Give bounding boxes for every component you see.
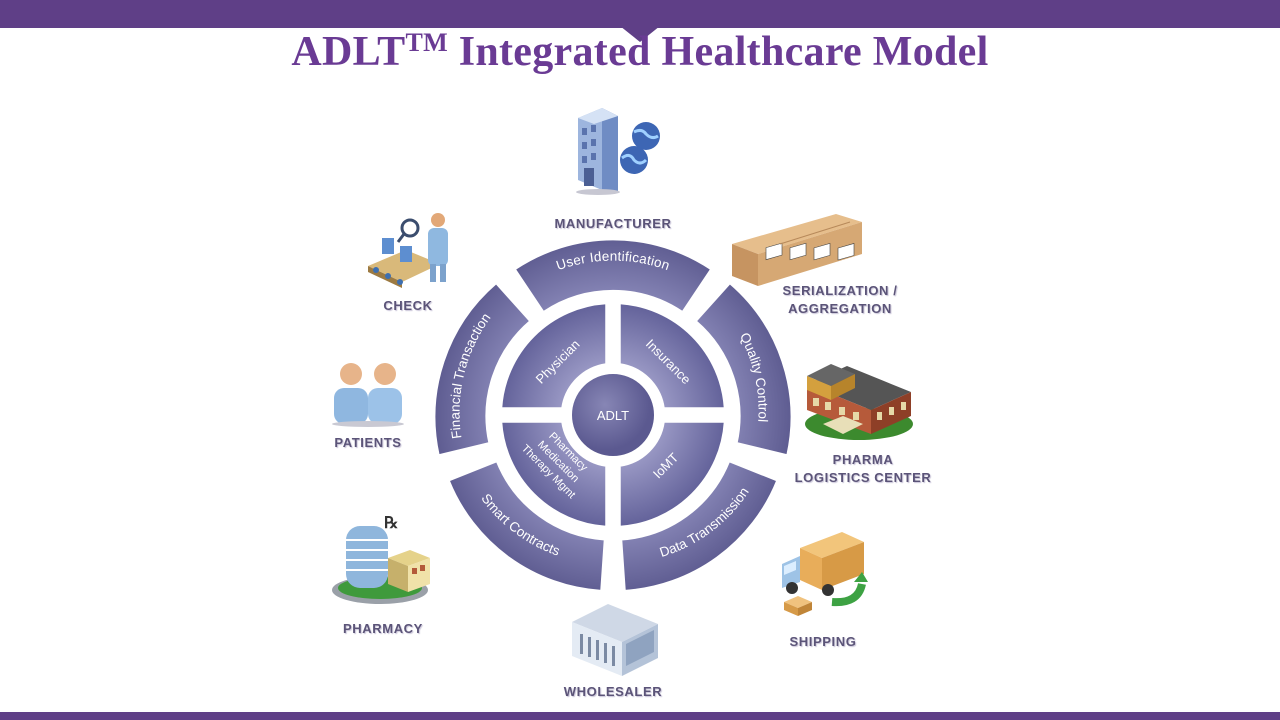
center-label: ADLT [597, 408, 629, 423]
segment-data-transmission [620, 460, 778, 592]
serialization-line-2: AGGREGATION [788, 301, 892, 316]
manufacturer-label: MANUFACTURER [554, 216, 672, 231]
pharma-line-2: LOGISTICS CENTER [794, 470, 932, 485]
top-band [0, 0, 1280, 28]
rx-glyph: ℞ [384, 515, 398, 532]
segment-quality-control [695, 282, 792, 456]
patients-label: PATIENTS [334, 435, 402, 450]
warehouse-icon [805, 364, 913, 440]
adlt-wheel: ADLT User Identification Quality Control… [434, 238, 792, 592]
bank-building-icon [572, 604, 658, 676]
quadrant-iomt [619, 421, 726, 528]
top-notch [620, 26, 660, 42]
shipping-label: SHIPPING [789, 634, 857, 649]
pharma-line-1: PHARMA [832, 452, 894, 467]
building-globe-icon [576, 108, 660, 195]
title-rest: Integrated Healthcare Model [447, 29, 989, 75]
bottom-band [0, 712, 1280, 720]
title-superscript: TM [405, 28, 448, 57]
patients-icon [332, 363, 404, 427]
serialization-label: SERIALIZATION / AGGREGATION [770, 282, 910, 318]
serialization-line-1: SERIALIZATION / [782, 283, 898, 298]
barcode-boxes-icon [732, 214, 862, 286]
quadrant-pharmacy-medication [500, 421, 607, 528]
check-label: CHECK [383, 298, 433, 313]
segment-smart-contracts [448, 460, 606, 592]
quadrant-physician [500, 302, 607, 409]
page-title: ADLTTM Integrated Healthcare Model [0, 28, 1280, 76]
inspector-conveyor-icon [368, 213, 448, 288]
delivery-truck-icon [782, 532, 868, 616]
title-main: ADLT [291, 29, 406, 75]
hospital-icon: ℞ [332, 515, 430, 604]
segment-financial-transaction [434, 282, 531, 456]
segment-user-identification [514, 238, 712, 313]
wholesaler-label: WHOLESALER [563, 684, 663, 699]
quadrant-insurance [619, 302, 726, 409]
pharma-logistics-label: PHARMA LOGISTICS CENTER [790, 451, 936, 487]
pharmacy-label: PHARMACY [343, 621, 423, 636]
center-circle [570, 372, 656, 458]
